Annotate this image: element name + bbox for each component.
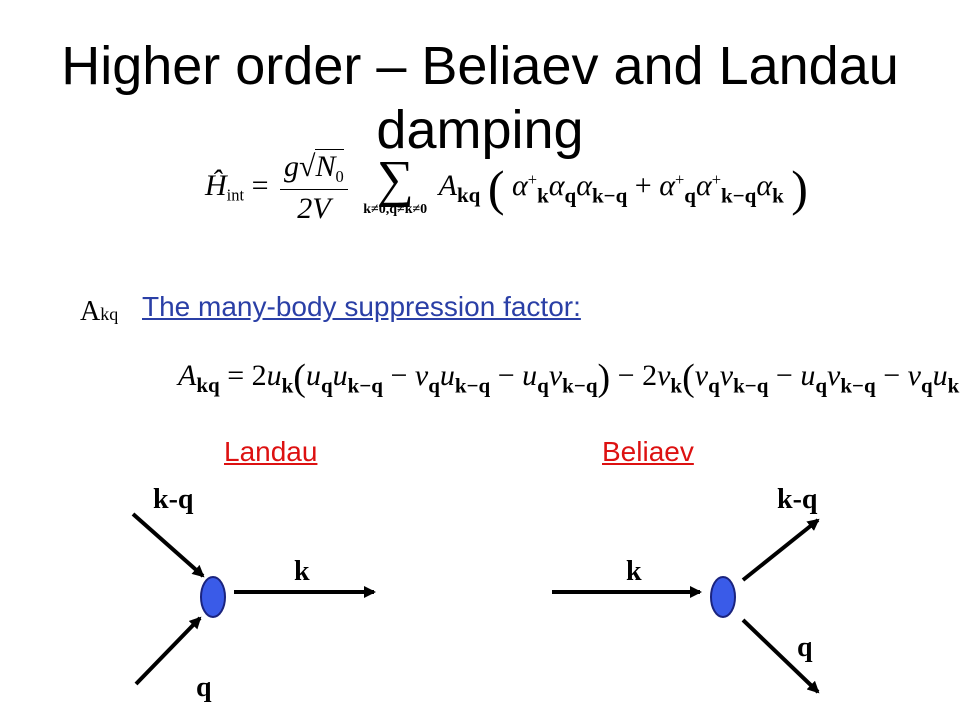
landau-kq-arrow [131, 512, 205, 578]
coupling-den: 2V [297, 191, 331, 225]
coupling-n: N [315, 150, 336, 183]
summation-limits: k≠0,q≠k≠0 [363, 201, 428, 217]
landau-label-q: q [196, 672, 212, 703]
summation: ∑ k≠0,q≠k≠0 [363, 150, 428, 218]
hamiltonian-equation: Ĥint = g√N0 2V ∑ k≠0,q≠k≠0 Akq ( α+kαqαk… [205, 149, 808, 226]
akq-symbol-sub: kq [100, 304, 119, 324]
coupling-g: g [284, 150, 300, 183]
landau-label-k: k [294, 556, 310, 587]
coupling-n-sub: 0 [335, 166, 344, 186]
akq-lhs-sub: kq [196, 373, 220, 398]
landau-vertex [200, 576, 226, 618]
landau-heading[interactable]: Landau [224, 436, 318, 467]
beliaev-heading[interactable]: Beliaev [602, 436, 694, 467]
landau-q-arrow [134, 616, 202, 686]
beliaev-vertex [710, 576, 736, 618]
akq-symbol: Akq [80, 296, 119, 327]
hamiltonian-lhs-sub: int [226, 185, 245, 205]
akq-coefficient-sub: kq [457, 183, 481, 208]
equals-sign: = [251, 168, 269, 202]
akq-equation: Akq = 2uk(uquk−q − vquk−q − uqvk−q) − 2v… [178, 357, 960, 399]
beliaev-label-k: k [626, 556, 642, 587]
sigma-symbol: ∑ [376, 150, 414, 208]
akq-lhs: A [178, 358, 197, 392]
slide-title: Higher order – Beliaev and Landau dampin… [61, 36, 899, 160]
beliaev-kq-arrow [741, 518, 820, 582]
sqrt-sign: √ [299, 150, 316, 183]
landau-label-kq: k-q [153, 484, 194, 515]
hamiltonian-lhs: Ĥ [205, 168, 227, 202]
akq-coefficient: A [438, 168, 457, 202]
right-paren: ) [791, 159, 808, 216]
operator-terms: α+kαqαk−q + α+qα+k−qαk [512, 168, 784, 208]
beliaev-label-q: q [797, 632, 813, 663]
suppression-factor-link[interactable]: The many-body suppression factor: [142, 291, 581, 322]
beliaev-label-kq: k-q [777, 484, 818, 515]
beliaev-q-arrow [741, 618, 820, 694]
left-paren: ( [487, 159, 505, 216]
coupling-fraction: g√N0 2V [280, 149, 348, 226]
